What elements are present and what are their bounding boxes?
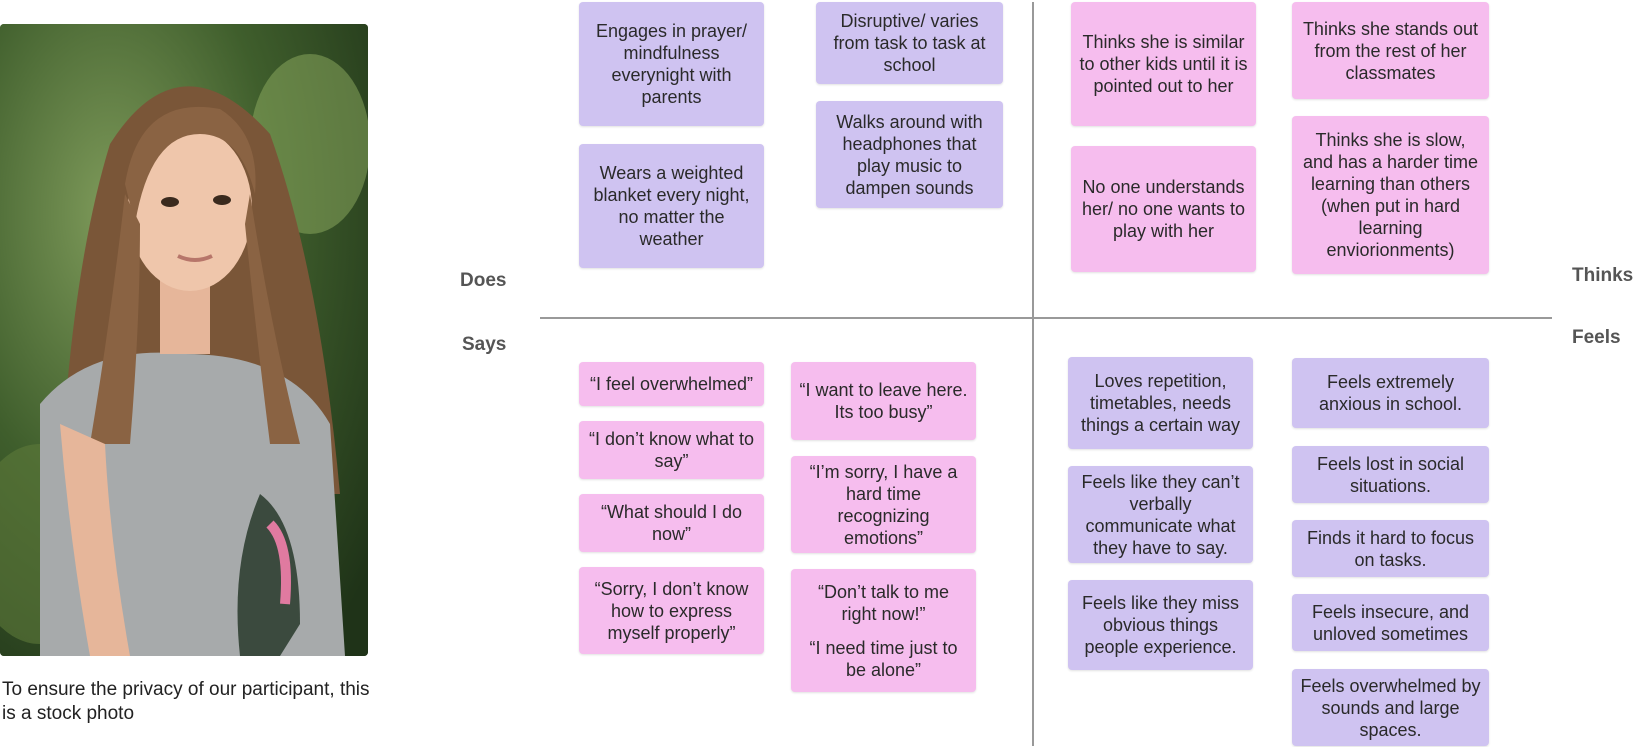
says-note: “I’m sorry, I have a hard time recognizi… <box>791 456 976 553</box>
says-note: “I feel overwhelmed” <box>579 362 764 406</box>
feels-note: Feels like they can’t verbally communica… <box>1068 466 1253 563</box>
says-note: “Sorry, I don’t know how to express myse… <box>579 567 764 654</box>
feels-note: Feels insecure, and unloved sometimes <box>1292 594 1489 651</box>
says-note-line: “Don’t talk to me right now!” <box>817 581 950 624</box>
does-note: Disruptive/ varies from task to task at … <box>816 2 1003 84</box>
says-note-pair: “Don’t talk to me right now!” “I need ti… <box>791 569 976 692</box>
says-label: Says <box>462 334 507 355</box>
feels-note: Feels overwhelmed by sounds and large sp… <box>1292 669 1489 746</box>
participant-photo <box>0 24 368 656</box>
feels-note: Feels extremely anxious in school. <box>1292 358 1489 428</box>
does-note: Engages in prayer/ mindfulness everynigh… <box>579 2 764 126</box>
vertical-axis-line <box>1032 2 1034 746</box>
thinks-note: No one understands her/ no one wants to … <box>1071 146 1256 272</box>
says-note: “I want to leave here. Its too busy” <box>791 362 976 440</box>
portrait-illustration <box>0 24 368 656</box>
thinks-note: Thinks she stands out from the rest of h… <box>1292 2 1489 99</box>
says-note-line: “I need time just to be alone” <box>809 637 958 680</box>
photo-caption: To ensure the privacy of our participant… <box>2 679 370 724</box>
does-note: Wears a weighted blanket every night, no… <box>579 144 764 268</box>
thinks-note: Thinks she is slow, and has a harder tim… <box>1292 116 1489 274</box>
says-note: “What should I do now” <box>579 494 764 552</box>
feels-label: Feels <box>1572 327 1621 348</box>
thinks-note: Thinks she is similar to other kids unti… <box>1071 2 1256 126</box>
thinks-label: Thinks <box>1572 265 1634 286</box>
does-note: Walks around with headphones that play m… <box>816 101 1003 208</box>
feels-note: Feels like they miss obvious things peop… <box>1068 580 1253 670</box>
feels-note: Loves repetition, timetables, needs thin… <box>1068 357 1253 449</box>
feels-note: Finds it hard to focus on tasks. <box>1292 520 1489 577</box>
feels-note: Feels lost in social situations. <box>1292 446 1489 503</box>
does-label: Does <box>460 270 507 291</box>
says-note: “I don’t know what to say” <box>579 421 764 479</box>
horizontal-axis-line <box>540 317 1552 319</box>
